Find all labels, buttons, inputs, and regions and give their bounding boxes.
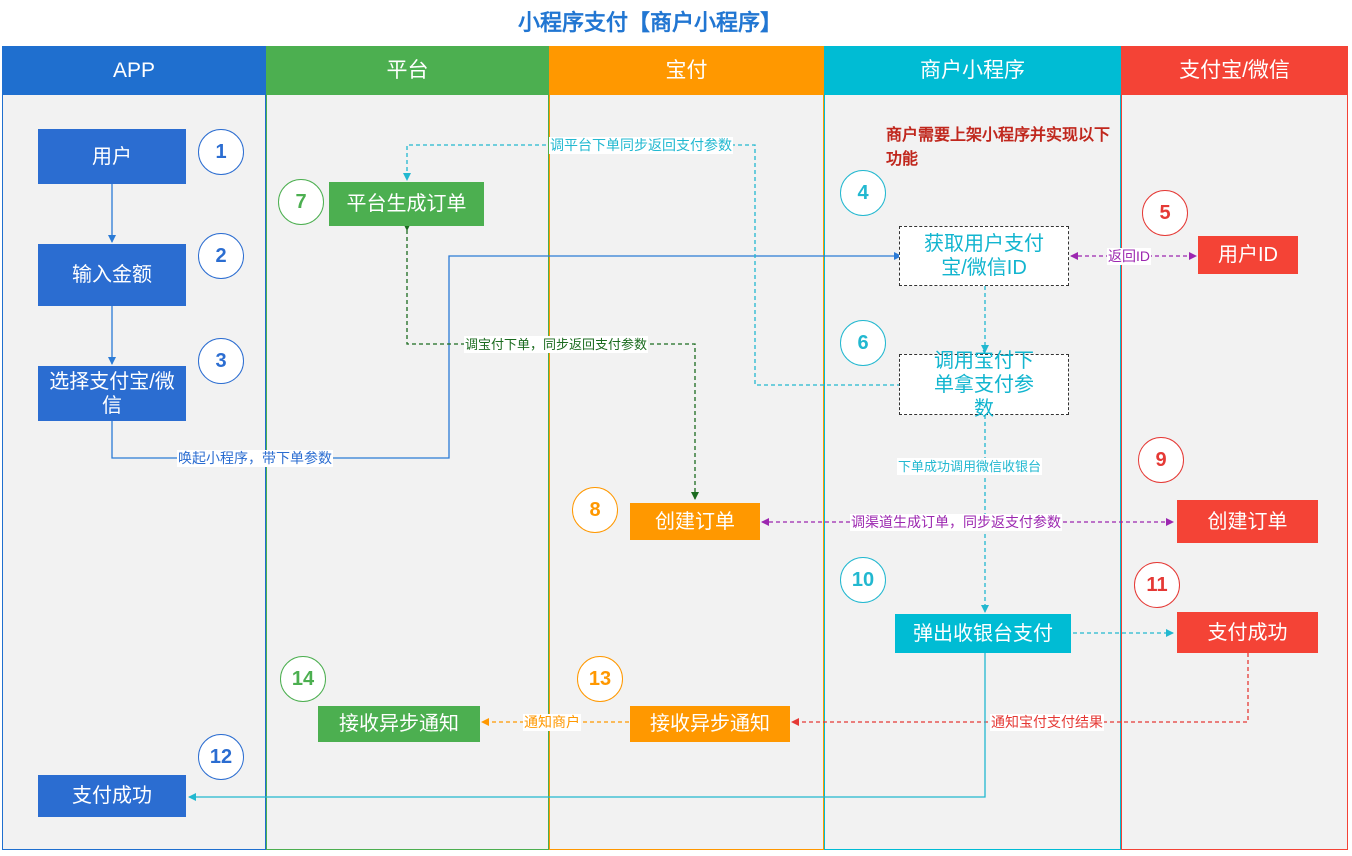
edge-label-notify-result: 通知宝付支付结果 bbox=[990, 714, 1104, 731]
edge-cashier-to-app bbox=[188, 653, 986, 801]
node-channel-order: 创建订单 bbox=[1177, 500, 1318, 543]
edge-label-return-id: 返回ID bbox=[1107, 248, 1151, 265]
edge-label-launch: 唤起小程序，带下单参数 bbox=[177, 450, 333, 467]
edge-call-platform bbox=[403, 144, 901, 386]
node-call-baofu: 调用宝付下单拿支付参数 bbox=[899, 350, 1069, 420]
step-9: 9 bbox=[1138, 437, 1184, 483]
node-cashier: 弹出收银台支付 bbox=[895, 614, 1071, 653]
merchant-note: 商户需要上架小程序并实现以下功能 bbox=[886, 127, 1111, 168]
edge-label-call-baofu-order: 调宝付下单，同步返回支付参数 bbox=[464, 336, 649, 353]
node-platform-order: 平台生成订单 bbox=[329, 182, 484, 226]
lane-header-baofu: 宝付 bbox=[550, 47, 823, 95]
node-user-id: 用户ID bbox=[1198, 236, 1298, 274]
step-2: 2 bbox=[198, 233, 244, 279]
node-channel-success: 支付成功 bbox=[1177, 612, 1318, 653]
step-4: 4 bbox=[840, 170, 886, 216]
step-1: 1 bbox=[198, 129, 244, 175]
step-7: 7 bbox=[278, 179, 324, 225]
node-choose-pay: 选择支付宝/微信 bbox=[38, 366, 186, 421]
node-platform-notify: 接收异步通知 bbox=[318, 706, 480, 742]
step-10: 10 bbox=[840, 557, 886, 603]
edge-label-notify-merchant: 通知商户 bbox=[523, 714, 581, 731]
node-user: 用户 bbox=[38, 129, 186, 184]
node-input-amount: 输入金额 bbox=[38, 244, 186, 306]
edge-notify-baofu bbox=[791, 653, 1249, 726]
step-12: 12 bbox=[198, 734, 244, 780]
node-baofu-order: 创建订单 bbox=[630, 503, 760, 540]
lane-header-merchant: 商户小程序 bbox=[825, 47, 1120, 95]
node-baofu-notify: 接收异步通知 bbox=[630, 706, 790, 742]
step-5: 5 bbox=[1142, 190, 1188, 236]
edge-label-call-platform: 调平台下单同步返回支付参数 bbox=[549, 137, 733, 154]
lane-header-platform: 平台 bbox=[267, 47, 548, 95]
edge-platform-call-baofu bbox=[403, 223, 699, 500]
edge-label-order-success: 下单成功调用微信收银台 bbox=[897, 458, 1043, 475]
node-get-user-id: 获取用户支付宝/微信ID bbox=[899, 226, 1069, 286]
step-11: 11 bbox=[1134, 562, 1180, 608]
node-app-pay-success: 支付成功 bbox=[38, 775, 186, 817]
lane-header-channel: 支付宝/微信 bbox=[1122, 47, 1347, 95]
step-3: 3 bbox=[198, 338, 244, 384]
edge-label-channel-create: 调渠道生成订单，同步返支付参数 bbox=[850, 514, 1062, 531]
lane-header-app: APP bbox=[3, 47, 265, 95]
step-13: 13 bbox=[577, 656, 623, 702]
diagram-title: 小程序支付【商户小程序】 bbox=[517, 10, 782, 35]
step-6: 6 bbox=[840, 320, 886, 366]
step-8: 8 bbox=[572, 487, 618, 533]
step-14: 14 bbox=[280, 656, 326, 702]
